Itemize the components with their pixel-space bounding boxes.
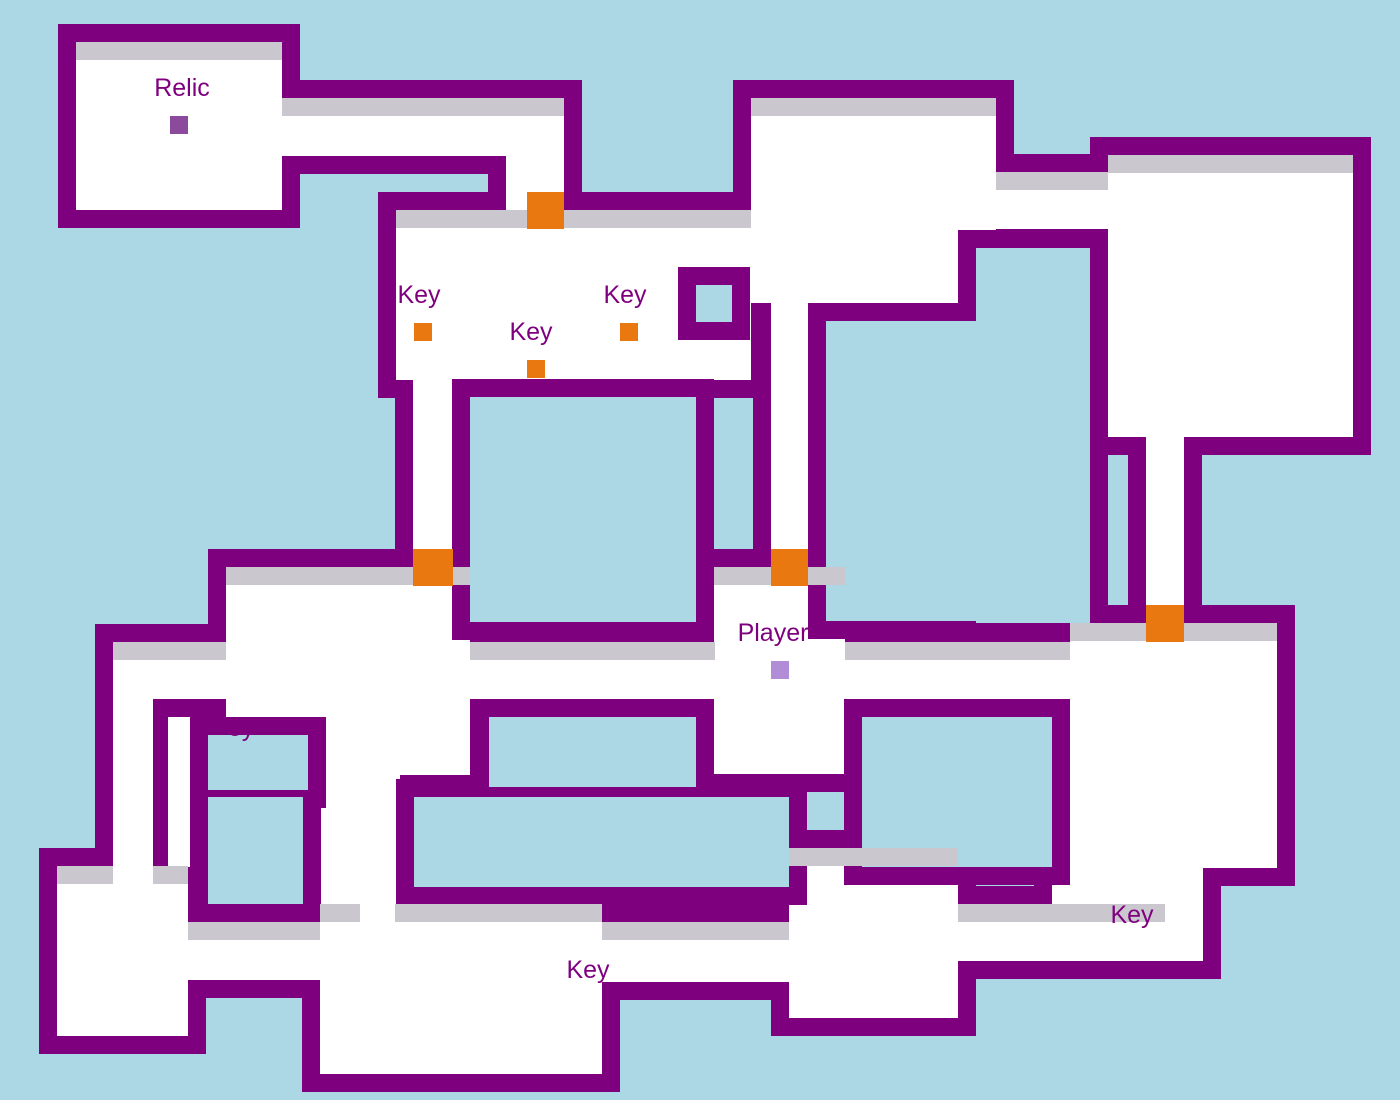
key-icon	[527, 360, 545, 378]
wall-edge	[1108, 155, 1353, 173]
wall-edge	[226, 567, 470, 585]
wall-edge	[751, 98, 996, 116]
wall-edge	[958, 904, 1165, 922]
wall-edge	[76, 42, 282, 60]
floor-segment	[320, 775, 360, 923]
wall-edge	[602, 922, 789, 940]
floor-segment	[57, 866, 188, 1036]
background-pocket	[470, 397, 696, 622]
floor-segment	[1146, 437, 1184, 625]
background-pocket	[976, 248, 1090, 623]
wall-edge	[996, 172, 1108, 190]
door	[413, 549, 453, 586]
key-icon	[414, 323, 432, 341]
relic-icon	[170, 116, 188, 134]
floor-segment	[360, 775, 400, 923]
background-pocket	[826, 321, 976, 621]
wall-edge	[57, 866, 113, 884]
key-label: Key	[509, 318, 553, 346]
floor-segment	[751, 98, 996, 303]
background-pocket	[696, 285, 732, 322]
player-icon	[771, 661, 789, 679]
floor-segment	[320, 904, 602, 1074]
floor-segment	[1165, 866, 1203, 961]
door	[771, 549, 808, 586]
relic-label: Relic	[154, 74, 210, 102]
key-label: ey	[227, 714, 255, 742]
floor-segment	[113, 642, 153, 885]
background-pocket	[208, 797, 303, 904]
wall-edge	[789, 848, 958, 866]
player-label: Player	[737, 619, 809, 647]
key-label: Key	[397, 281, 441, 309]
wall-edge	[395, 904, 602, 922]
background-pocket	[208, 735, 308, 790]
key-label: Key	[1110, 901, 1154, 929]
floor-segment	[1108, 155, 1353, 437]
key-label: Key	[566, 956, 610, 984]
wall-edge	[470, 642, 715, 660]
floor-segment	[1052, 866, 1165, 904]
wall-edge	[282, 98, 564, 116]
wall-edge	[320, 904, 360, 922]
wall-edge	[845, 642, 1070, 660]
wall-edge	[113, 642, 226, 660]
background-pocket	[414, 797, 789, 887]
wall-edge	[153, 866, 188, 884]
wall-edge	[188, 922, 320, 940]
door	[1146, 605, 1184, 642]
background-pocket	[489, 717, 696, 787]
floor-segment	[771, 303, 808, 570]
key-label: Key	[603, 281, 647, 309]
background-pocket	[862, 717, 1052, 867]
floor-segment	[413, 380, 453, 570]
wall-edge	[396, 210, 751, 228]
door	[527, 192, 564, 229]
key-icon	[620, 323, 638, 341]
floor-segment	[1070, 623, 1277, 868]
